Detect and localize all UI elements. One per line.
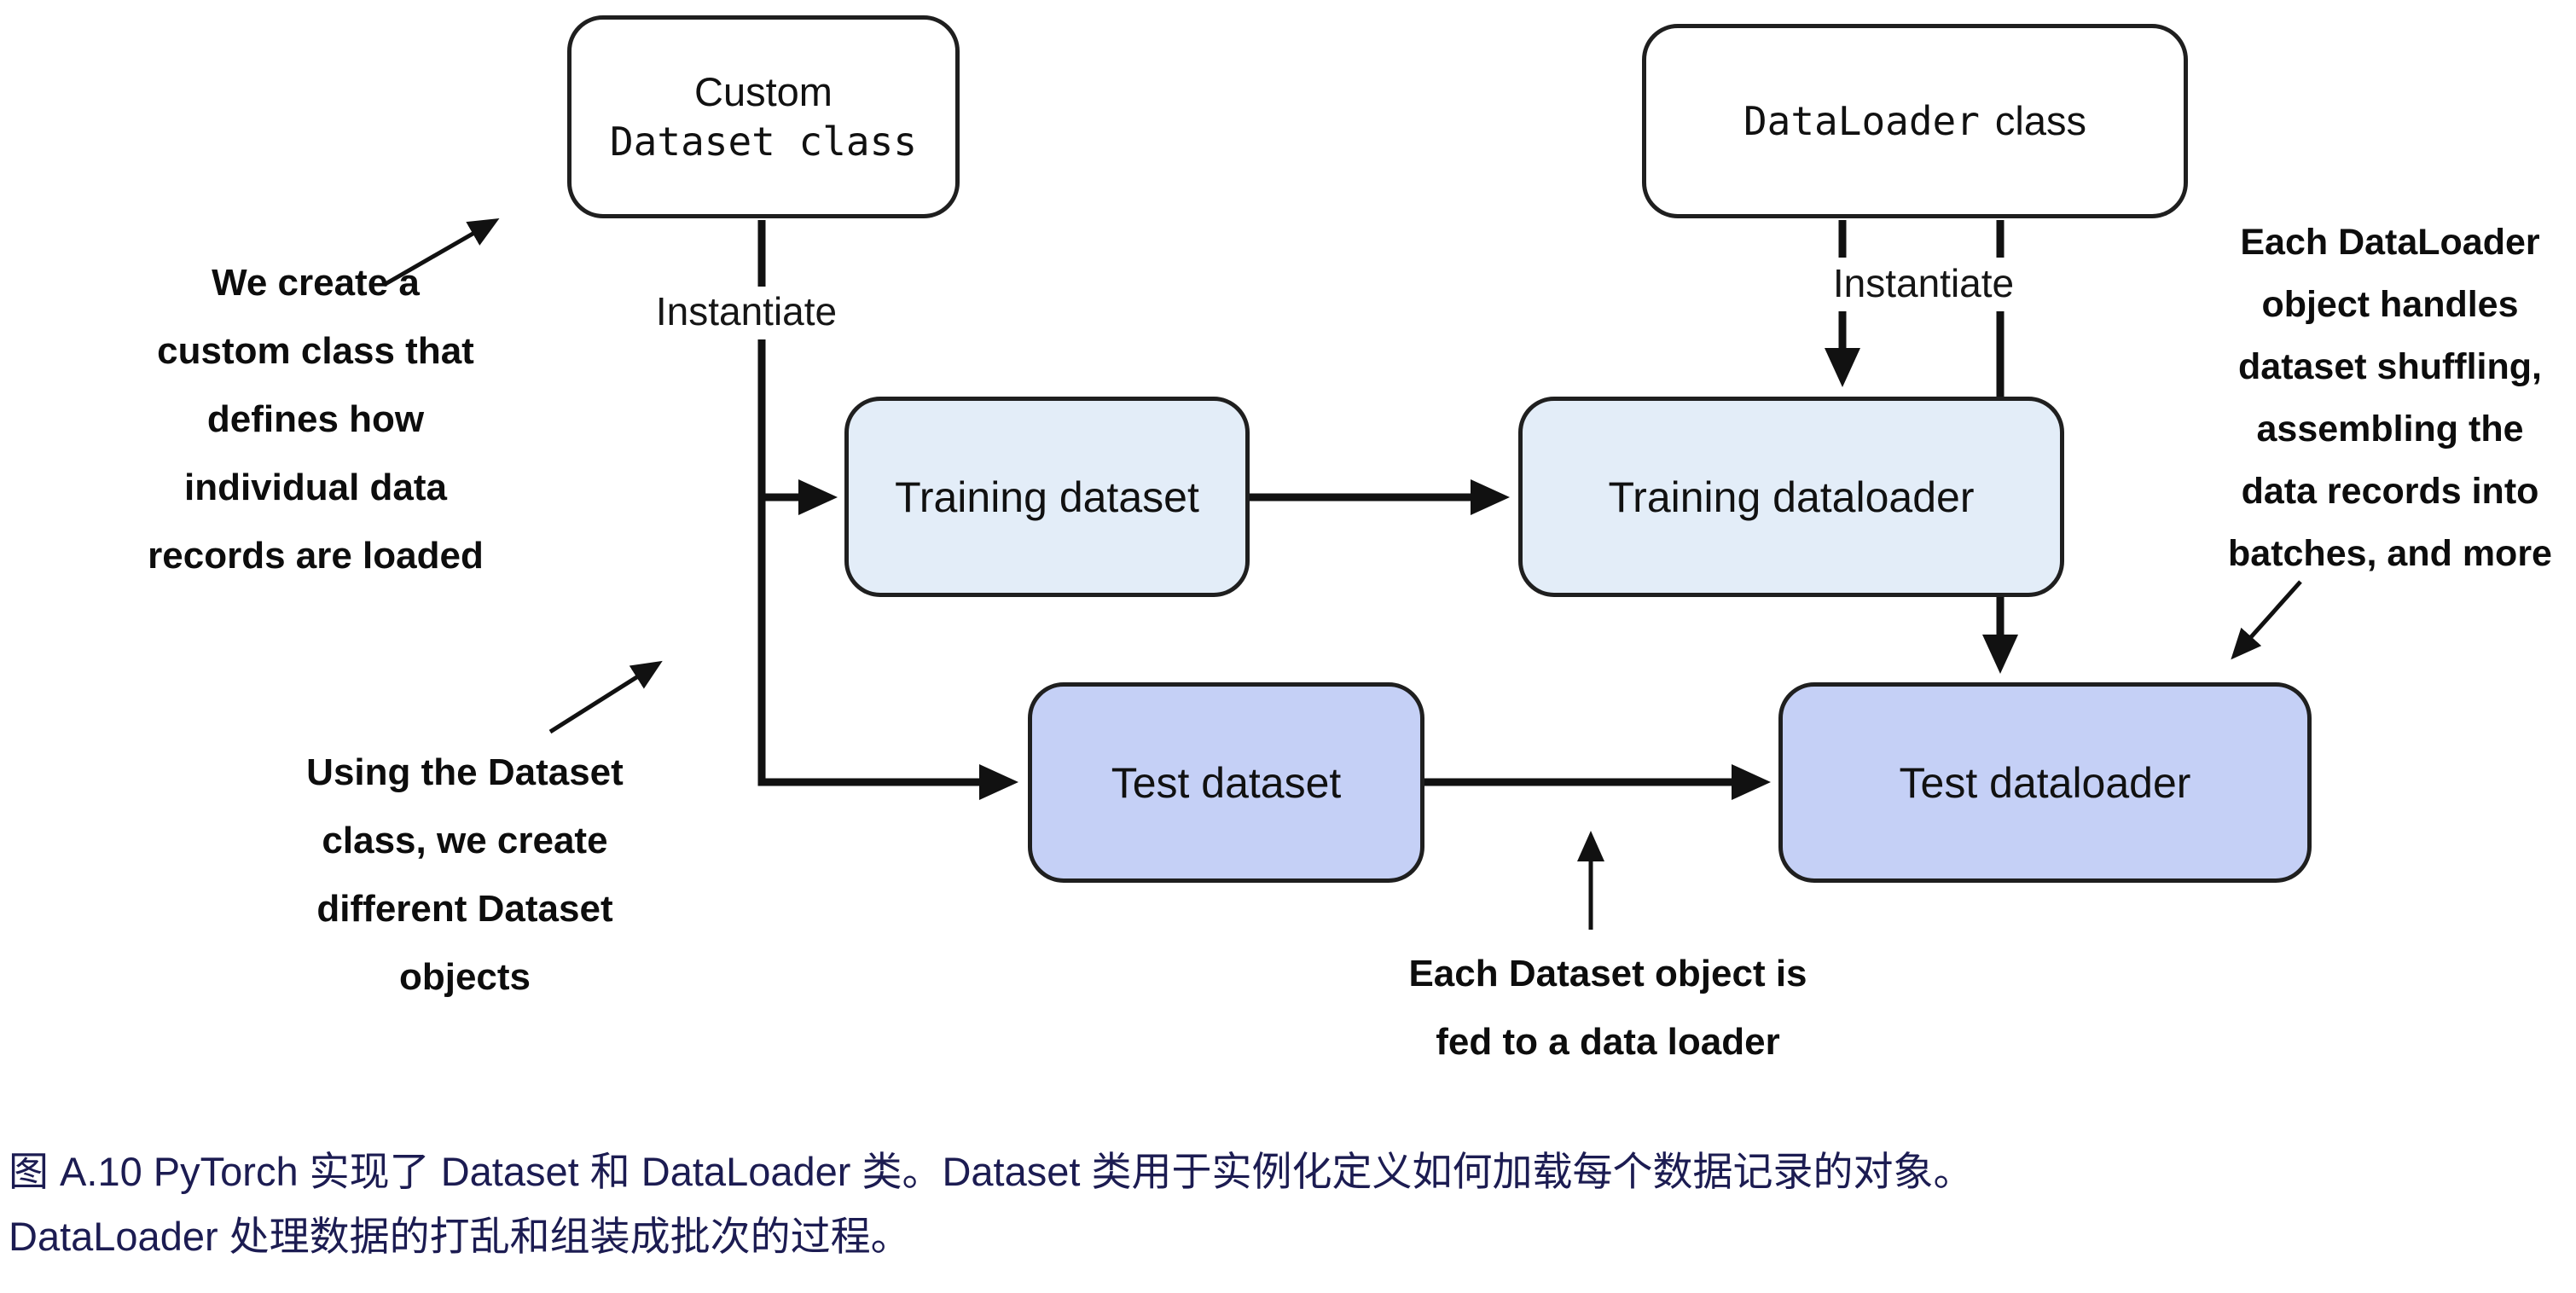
annotation-create-custom: We create a custom class that defines ho… [102,249,529,590]
training-dataloader-label: Training dataloader [1608,473,1975,521]
instantiate-label-left: Instantiate [655,289,838,333]
annotation-dataset-fed: Each Dataset object is fed to a data loa… [1365,940,1851,1076]
annotation-line: fed to a data loader [1436,1021,1780,1063]
test-dataset-box: Test dataset [1028,682,1424,883]
annotation-line: batches, and more [2228,533,2552,574]
training-dataset-label: Training dataset [895,473,1199,521]
annotation-dataloader-handles: Each DataLoader object handles dataset s… [2211,212,2569,585]
annotation-line: different Dataset [316,888,613,930]
dataloader-class-box: DataLoader class [1642,24,2188,218]
test-dataloader-label: Test dataloader [1899,758,2191,807]
custom-dataset-class-box: Custom Dataset class [567,15,960,218]
annotation-line: objects [398,956,531,998]
test-dataset-label: Test dataset [1111,758,1342,807]
dataloader-class-code: DataLoader [1743,98,1980,144]
annotation-line: dataset shuffling, [2238,346,2542,387]
figure-caption: 图 A.10 PyTorch 实现了 Dataset 和 DataLoader … [9,1139,2550,1269]
custom-dataset-class-line2: Dataset class [609,119,918,165]
annotation-using-dataset: Using the Dataset class, we create diffe… [252,739,678,1012]
training-dataloader-box: Training dataloader [1518,397,2064,597]
caption-line-1: 图 A.10 PyTorch 实现了 Dataset 和 DataLoader … [9,1149,1974,1194]
annotation-line: assembling the [2256,409,2524,449]
annotation-line: object handles [2261,284,2519,325]
training-dataset-box: Training dataset [844,397,1250,597]
annotation-line: Using the Dataset [306,751,624,793]
annotation-line: Each Dataset object is [1408,953,1807,994]
annotation-line: defines how [206,398,425,440]
annotation-line: records are loaded [148,535,484,577]
annotation-line: Each DataLoader [2240,222,2540,263]
annotation-line: class, we create [322,820,608,861]
annotation-line: individual data [183,467,448,508]
custom-dataset-class-line1: Custom [694,69,833,114]
dataloader-class-rest: class [1994,98,2087,143]
annotation-line: We create a [212,262,420,304]
test-dataloader-box: Test dataloader [1778,682,2312,883]
instantiate-label-right: Instantiate [1832,261,2015,305]
annotation-line: data records into [2241,471,2539,512]
caption-line-2: DataLoader 处理数据的打乱和组装成批次的过程。 [9,1214,911,1259]
annotation-line: custom class that [157,330,474,372]
